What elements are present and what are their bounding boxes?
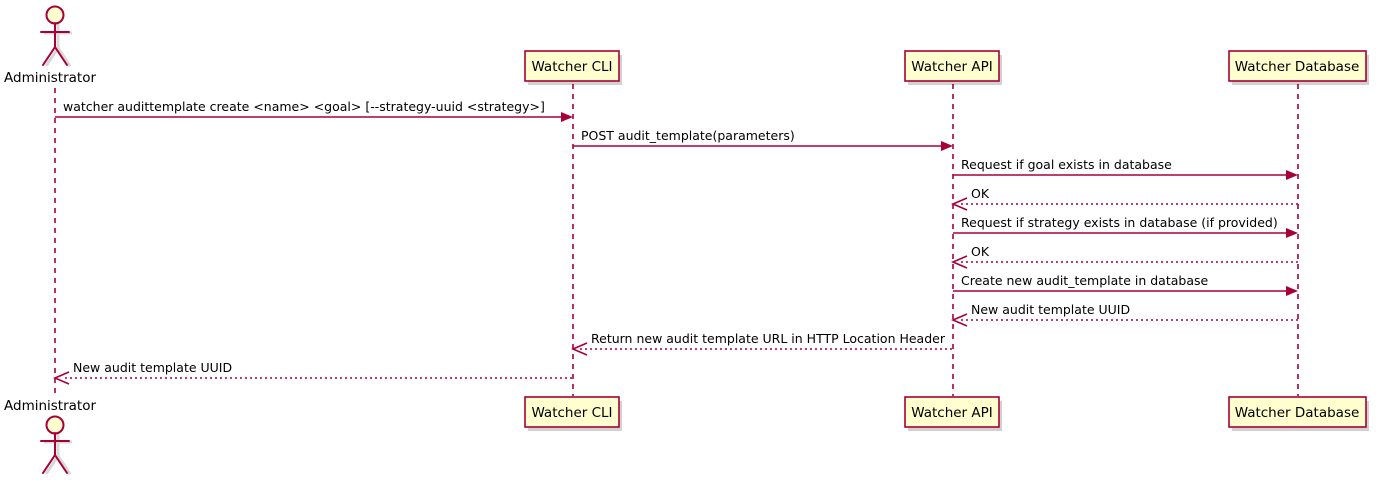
actor-administrator-top[interactable]: Administrator <box>4 5 96 87</box>
message-8-label: New audit template UUID <box>971 302 1130 317</box>
message-7-arrowhead <box>1286 286 1298 296</box>
actor-body-icon <box>40 22 70 66</box>
message-3[interactable]: Request if goal exists in database <box>953 157 1298 180</box>
message-3-label: Request if goal exists in database <box>961 157 1172 172</box>
actor-head-icon <box>45 5 65 25</box>
message-1-arrowhead <box>561 112 573 122</box>
message-3-arrowhead <box>1286 170 1298 180</box>
message-1-label: watcher audittemplate create <name> <goa… <box>63 99 545 114</box>
participant-label-watcher-cli-top: Watcher CLI <box>531 59 612 75</box>
actor-administrator-bottom[interactable]: Administrator <box>4 398 96 475</box>
participant-label-watcher-api-top: Watcher API <box>911 59 993 75</box>
actor-label-administrator-bottom: Administrator <box>4 398 96 414</box>
message-2[interactable]: POST audit_template(parameters) <box>573 128 953 151</box>
message-4[interactable]: OK <box>950 186 1298 211</box>
message-8[interactable]: New audit template UUID <box>950 302 1298 327</box>
message-7-label: Create new audit_template in database <box>961 273 1208 288</box>
lifelines-group <box>54 84 1299 396</box>
participant-label-watcher-cli-bottom: Watcher CLI <box>531 405 612 421</box>
participant-watcher-api-bottom[interactable]: Watcher API <box>904 396 1002 431</box>
message-5[interactable]: Request if strategy exists in database (… <box>953 215 1298 238</box>
message-6-label: OK <box>971 244 990 259</box>
message-10[interactable]: New audit template UUID <box>52 360 572 385</box>
message-9[interactable]: Return new audit template URL in HTTP Lo… <box>570 331 952 356</box>
participant-watcher-database-bottom[interactable]: Watcher Database <box>1228 396 1369 431</box>
message-6-arrowhead <box>950 255 968 269</box>
participant-label-watcher-api-bottom: Watcher API <box>911 405 993 421</box>
message-10-label: New audit template UUID <box>73 360 232 375</box>
participant-watcher-cli-bottom[interactable]: Watcher CLI <box>524 396 622 431</box>
actor-label-administrator-top: Administrator <box>4 70 96 86</box>
message-9-label: Return new audit template URL in HTTP Lo… <box>591 331 946 346</box>
message-4-label: OK <box>971 186 990 201</box>
message-5-label: Request if strategy exists in database (… <box>961 215 1278 230</box>
message-10-arrowhead <box>52 371 70 385</box>
message-2-arrowhead <box>941 141 953 151</box>
participant-label-watcher-database-top: Watcher Database <box>1235 59 1360 75</box>
message-2-label: POST audit_template(parameters) <box>581 128 795 143</box>
message-1[interactable]: watcher audittemplate create <name> <goa… <box>55 99 573 122</box>
participant-watcher-cli-top[interactable]: Watcher CLI <box>524 50 622 85</box>
message-9-arrowhead <box>570 342 588 356</box>
message-8-arrowhead <box>950 313 968 327</box>
actor-head-icon-bottom <box>45 415 65 435</box>
actor-body-icon-bottom <box>40 432 70 474</box>
participant-watcher-api-top[interactable]: Watcher API <box>904 50 1002 85</box>
message-4-arrowhead <box>950 197 968 211</box>
participant-watcher-database-top[interactable]: Watcher Database <box>1228 50 1369 85</box>
message-6[interactable]: OK <box>950 244 1298 269</box>
actor-shadow <box>44 24 72 67</box>
message-7[interactable]: Create new audit_template in database <box>953 273 1298 296</box>
message-5-arrowhead <box>1286 228 1298 238</box>
participant-label-watcher-database-bottom: Watcher Database <box>1235 405 1360 421</box>
